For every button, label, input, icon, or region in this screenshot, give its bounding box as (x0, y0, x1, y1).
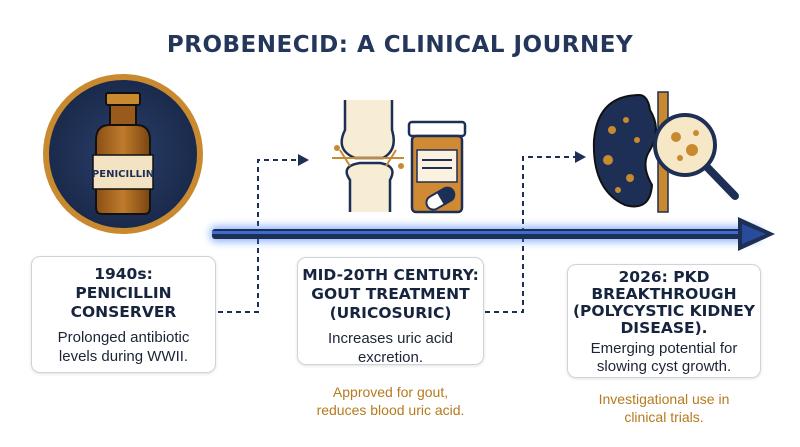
stage-note-pkd: Investigational use in clinical trials. (598, 391, 730, 425)
stage-heading: MID-20TH CENTURY: GOUT TREATMENT (URICOS… (302, 266, 479, 322)
timeline-arrow (210, 217, 775, 251)
connector-1 (218, 159, 300, 313)
connector-2-arrowhead (575, 151, 586, 163)
kidney-magnifier-icon (592, 91, 739, 213)
stage-card-2026-pkd: 2026: PKD BREAKTHROUGH (POLYCYSTIC KIDNE… (567, 264, 761, 378)
page-title: PROBENECID: A CLINICAL JOURNEY (166, 32, 634, 58)
stage-heading: 2026: PKD BREAKTHROUGH (POLYCYSTIC KIDNE… (572, 268, 756, 337)
connector-1-arrowhead (298, 154, 309, 166)
stage-description: Increases uric acid excretion. (327, 330, 454, 366)
bottle-label: PENICILLIN (92, 169, 154, 180)
stage-card-1940s: 1940s: PENICILLIN CONSERVER Prolonged an… (31, 256, 216, 373)
stage-description: Prolonged antibiotic levels during WWII. (57, 329, 190, 365)
stage-note-gout: Approved for gout, reduces blood uric ac… (316, 384, 465, 418)
stage-description: Emerging potential for slowing cyst grow… (590, 340, 738, 375)
stage-card-mid-20th-century: MID-20TH CENTURY: GOUT TREATMENT (URICOS… (297, 257, 484, 366)
stage-heading: 1940s: PENICILLIN CONSERVER (70, 265, 177, 321)
connector-2 (485, 156, 577, 313)
joint-and-pill-bottle-icon (332, 100, 467, 214)
penicillin-bottle-icon (43, 74, 203, 234)
